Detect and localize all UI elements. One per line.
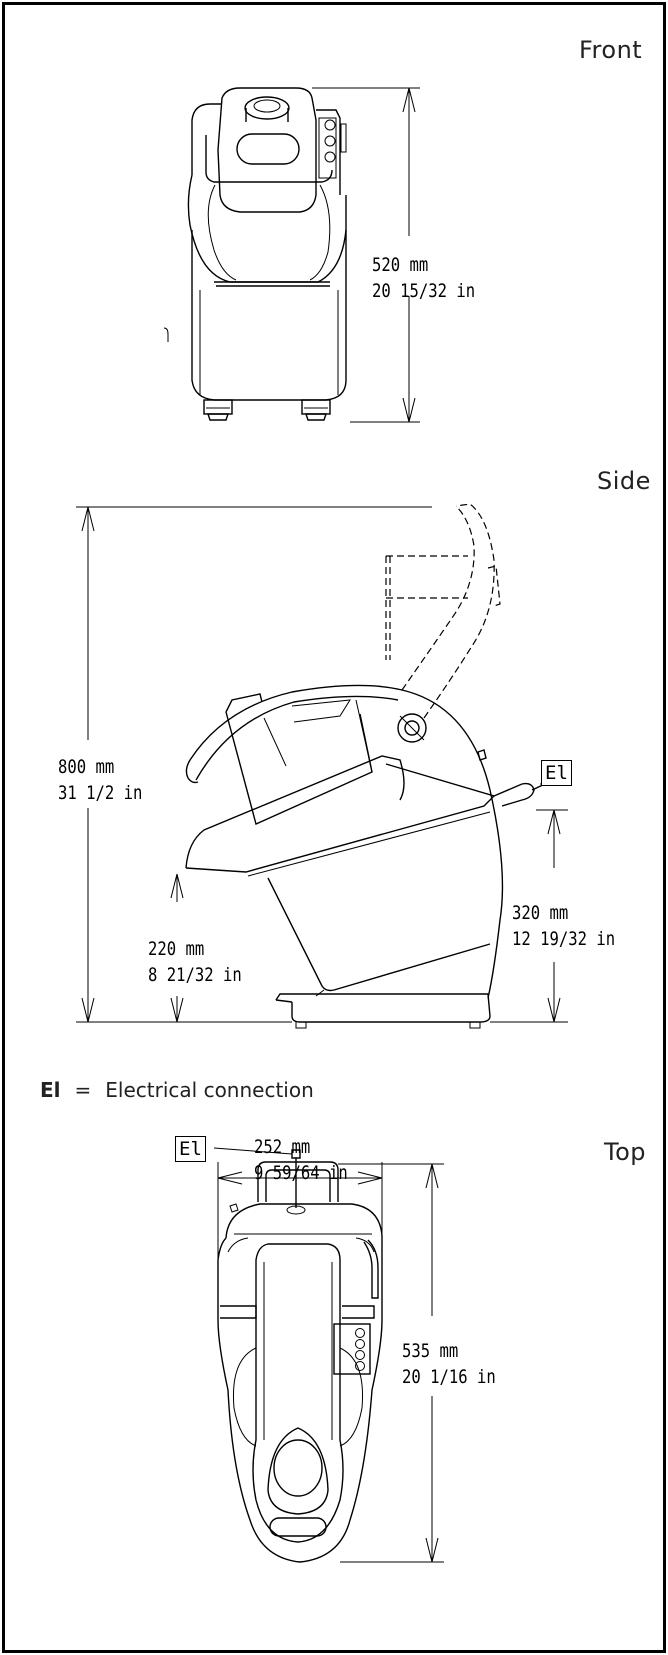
legend-text: Electrical connection: [105, 1078, 314, 1102]
legend: El = Electrical connection: [40, 1078, 314, 1102]
legend-key: El: [40, 1078, 61, 1102]
top-depth-label: 535 mm 20 1/16 in: [402, 1340, 496, 1388]
front-height-dimension: [312, 87, 420, 423]
side-height-dimension: [76, 506, 432, 1023]
top-el-tag: El: [175, 1136, 206, 1162]
side-height-label: 800 mm 31 1/2 in: [58, 756, 143, 804]
top-width-dimension: [217, 1162, 383, 1320]
top-depth-dimension: [338, 1163, 444, 1563]
side-open-lid-outline: [385, 503, 501, 719]
top-el-leader: [213, 1147, 293, 1155]
side-view-machine: [185, 684, 546, 1029]
side-connection-dimension: [490, 783, 568, 1023]
top-view-machine: [217, 1149, 383, 1563]
side-chute-dimension: [170, 873, 184, 1023]
side-view-title: Side: [597, 467, 651, 495]
top-view-title: Top: [604, 1138, 646, 1166]
chute-height-label: 220 mm 8 21/32 in: [148, 938, 242, 986]
front-view-machine: [163, 87, 347, 421]
front-height-label: 520 mm 20 15/32 in: [372, 254, 476, 302]
legend-equals: =: [74, 1078, 92, 1102]
top-width-label: 252 mm 9 59/64 in: [254, 1136, 348, 1184]
side-el-tag: El: [541, 760, 572, 786]
front-view-title: Front: [579, 36, 643, 64]
connection-height-label: 320 mm 12 19/32 in: [512, 902, 616, 950]
